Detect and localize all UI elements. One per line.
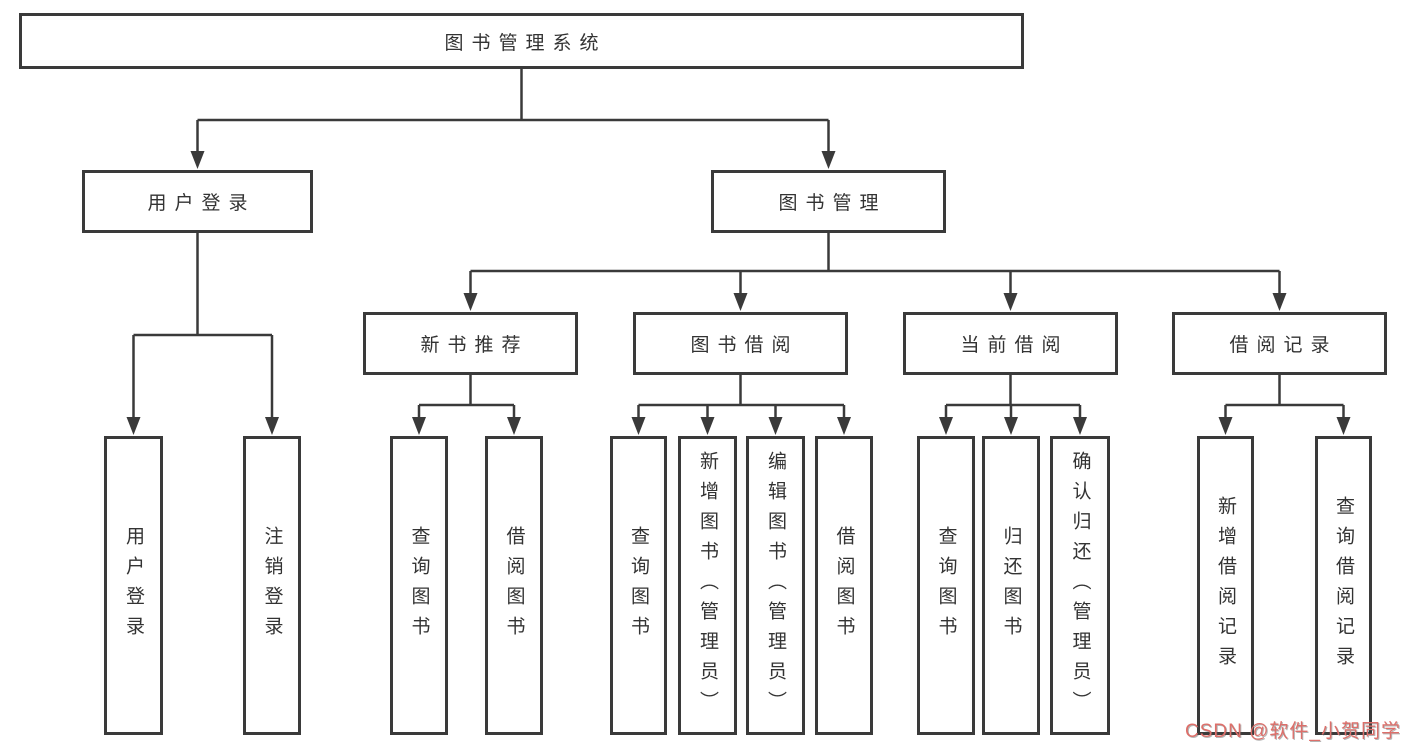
arrow-cur-query	[939, 417, 953, 435]
leaf-borrow-books-label: 借阅图书	[833, 525, 855, 646]
arrow-borrow	[733, 293, 748, 311]
leaf-add-borrow-record-label: 新增借阅记录	[1215, 495, 1236, 676]
node-current-borrow: 当前借阅	[903, 312, 1118, 375]
arrow-bor-add	[700, 417, 715, 435]
node-new-book-recommend: 新书推荐	[363, 312, 578, 375]
leaf-return-books: 归还图书	[982, 436, 1040, 735]
arrow-bor-edit	[768, 417, 783, 435]
node-book-borrow: 图书借阅	[633, 312, 848, 375]
leaf-user-login: 用户登录	[104, 436, 163, 735]
leaf-borrow-books: 借阅图书	[815, 436, 873, 735]
leaf-query-books-current: 查询图书	[917, 436, 975, 735]
leaf-logout: 注销登录	[243, 436, 301, 735]
arrow-rec-borrow	[507, 417, 521, 435]
arrow-user-login	[190, 151, 205, 169]
connector-strokes	[132, 69, 1345, 419]
arrow-leaf-logout	[265, 417, 279, 435]
leaf-user-login-label: 用户登录	[123, 525, 144, 646]
leaf-add-book-admin: 新增图书（管理员）	[678, 436, 737, 735]
leaf-return-books-label: 归还图书	[1000, 525, 1022, 646]
leaf-edit-book-admin-label: 编辑图书（管理员）	[765, 450, 786, 721]
arrow-bor-borrow	[837, 417, 851, 435]
node-current-borrow-label: 当前借阅	[960, 335, 1069, 356]
leaf-borrow-books-recommend-label: 借阅图书	[503, 525, 525, 646]
arrow-rec2-add	[1218, 417, 1233, 435]
leaf-query-books-borrow-label: 查询图书	[628, 525, 649, 646]
leaf-edit-book-admin: 编辑图书（管理员）	[746, 436, 805, 735]
node-borrow-records-label: 借阅记录	[1229, 335, 1338, 356]
leaf-confirm-return-admin-label: 确认归还（管理员）	[1069, 450, 1091, 721]
node-root-system: 图书管理系统	[19, 13, 1024, 69]
node-borrow-records: 借阅记录	[1172, 312, 1387, 375]
node-user-login-label: 用户登录	[147, 193, 256, 214]
node-user-login: 用户登录	[82, 170, 313, 233]
arrow-bor-query	[631, 417, 646, 435]
leaf-query-books-current-label: 查询图书	[935, 525, 957, 646]
arrow-cur-return	[1004, 417, 1018, 435]
node-root-system-label: 图书管理系统	[444, 32, 607, 54]
node-book-management: 图书管理	[711, 170, 946, 233]
arrow-cur-confirm	[1073, 417, 1087, 435]
arrow-records	[1272, 293, 1287, 311]
arrow-new-rec	[463, 293, 478, 311]
leaf-query-books-borrow: 查询图书	[610, 436, 667, 735]
arrowheads	[126, 151, 1351, 435]
leaf-logout-label: 注销登录	[261, 525, 283, 646]
arrow-current	[1003, 293, 1018, 311]
leaf-query-borrow-record: 查询借阅记录	[1315, 436, 1372, 735]
leaf-add-borrow-record: 新增借阅记录	[1197, 436, 1254, 735]
leaf-borrow-books-recommend: 借阅图书	[485, 436, 543, 735]
leaf-query-books-recommend-label: 查询图书	[408, 525, 430, 646]
leaf-query-borrow-record-label: 查询借阅记录	[1333, 495, 1354, 676]
node-book-borrow-label: 图书借阅	[690, 335, 799, 356]
leaf-add-book-admin-label: 新增图书（管理员）	[697, 450, 718, 721]
csdn-watermark: CSDN @软件_小贺同学	[1185, 721, 1401, 742]
arrow-book-mgmt	[821, 151, 836, 169]
arrow-leaf-login	[126, 417, 141, 435]
arrow-rec-query	[412, 417, 426, 435]
node-new-book-recommend-label: 新书推荐	[420, 335, 529, 356]
node-book-management-label: 图书管理	[778, 193, 887, 214]
arrow-rec2-query	[1336, 417, 1351, 435]
leaf-confirm-return-admin: 确认归还（管理员）	[1050, 436, 1110, 735]
leaf-query-books-recommend: 查询图书	[390, 436, 448, 735]
